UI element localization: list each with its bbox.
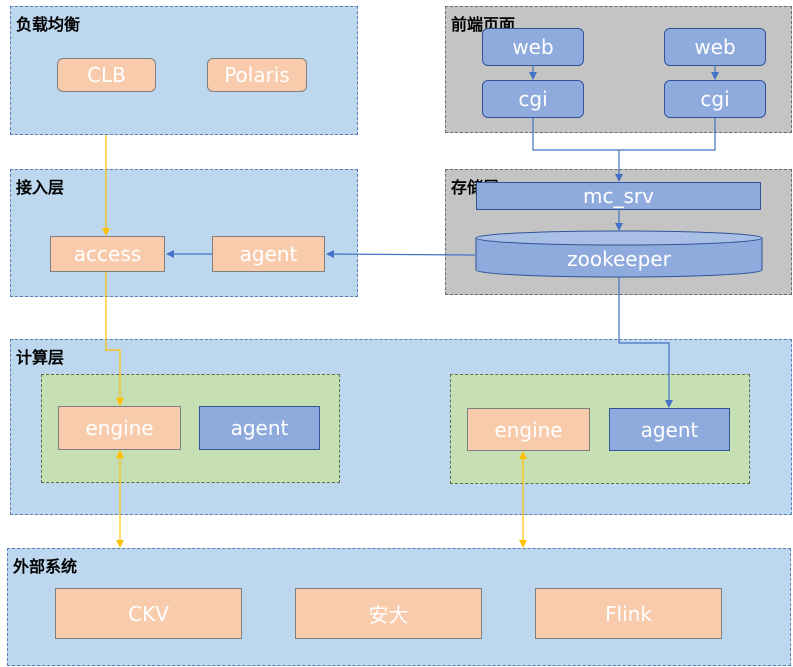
- engine-node-left[interactable]: engine: [58, 406, 181, 450]
- cgi-node-left[interactable]: cgi: [482, 80, 584, 118]
- ckv-node[interactable]: CKV: [55, 588, 242, 639]
- access-agent-node[interactable]: agent: [212, 236, 325, 272]
- polaris-node[interactable]: Polaris: [207, 58, 307, 92]
- zookeeper-node[interactable]: zookeeper: [475, 230, 763, 278]
- access-layer: 接入层: [10, 169, 358, 297]
- compute-layer-title: 计算层: [16, 348, 65, 367]
- access-node[interactable]: access: [50, 236, 165, 272]
- load-balance-title: 负载均衡: [16, 15, 81, 34]
- agent-node-left[interactable]: agent: [199, 406, 320, 450]
- engine-node-right[interactable]: engine: [467, 408, 590, 451]
- external-layer-title: 外部系统: [13, 557, 78, 576]
- clb-node[interactable]: CLB: [57, 58, 156, 92]
- anda-node[interactable]: 安大: [295, 588, 482, 639]
- cgi-node-right[interactable]: cgi: [664, 80, 766, 118]
- zookeeper-label: zookeeper: [567, 247, 671, 271]
- flink-node[interactable]: Flink: [535, 588, 722, 639]
- web-node-right[interactable]: web: [664, 28, 766, 66]
- mc-srv-node[interactable]: mc_srv: [476, 182, 761, 210]
- web-node-left[interactable]: web: [482, 28, 584, 66]
- cylinder-shape: [475, 230, 763, 278]
- access-layer-title: 接入层: [16, 178, 65, 197]
- agent-node-right[interactable]: agent: [609, 408, 730, 451]
